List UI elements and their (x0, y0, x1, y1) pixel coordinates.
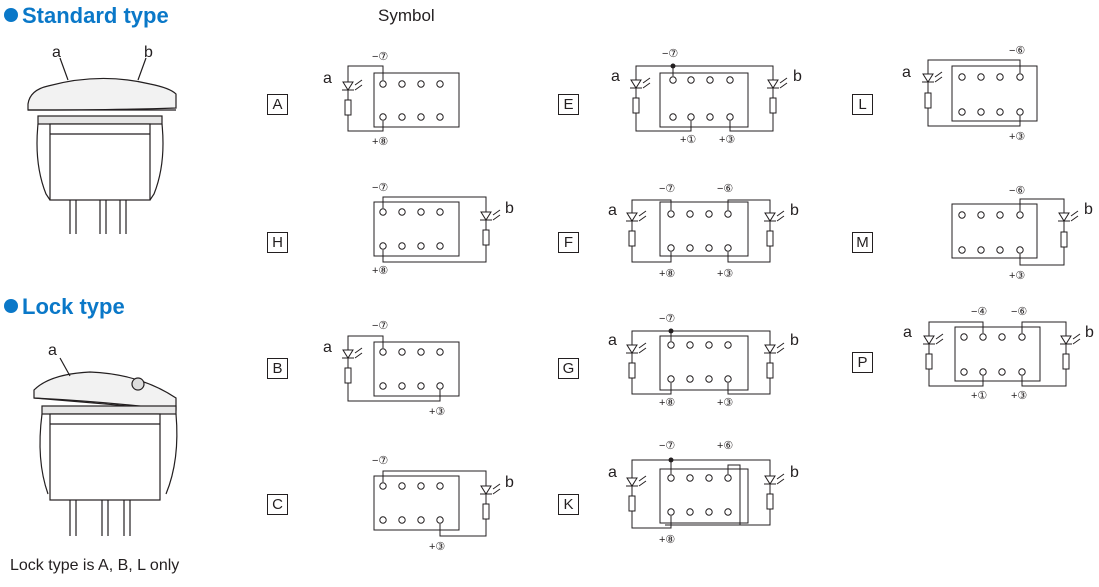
terminal-label: −④ (971, 306, 988, 318)
standard-switch-illustration: a b (20, 44, 190, 244)
terminal-label: +③ (717, 268, 734, 280)
led-label-b: b (505, 474, 514, 491)
terminal-label: +⑧ (372, 136, 389, 148)
symbol-title: Symbol (378, 6, 435, 25)
led-label-b: b (790, 464, 799, 481)
terminal-label: −⑦ (659, 440, 676, 452)
terminal-label: +① (971, 390, 988, 402)
diagram-label-e: E (558, 94, 579, 115)
diagram-label-c: C (267, 494, 288, 515)
led-label-b: b (790, 332, 799, 349)
terminal-label: −⑥ (1009, 45, 1026, 57)
wiring-b (342, 335, 460, 402)
terminal-label: +③ (719, 134, 736, 146)
wiring-g (626, 328, 785, 395)
terminal-label: +⑧ (659, 534, 676, 546)
standard-switch-drawing (27, 57, 177, 234)
wiring-l (922, 59, 1038, 127)
wiring-f (626, 199, 785, 263)
terminal-label: −⑦ (372, 51, 389, 63)
switch-label-a: a (48, 342, 57, 359)
wiring-h (373, 196, 501, 263)
led-label-b: b (793, 68, 802, 85)
lock-type-note: Lock type is A, B, L only (10, 557, 180, 574)
diagram-label-g: G (558, 358, 579, 379)
wiring-c (373, 470, 501, 537)
wiring-k (626, 457, 785, 529)
terminal-label: +③ (1009, 131, 1026, 143)
lock-type-heading: Lock type (4, 294, 125, 320)
terminal-label: −⑦ (662, 48, 679, 60)
terminal-label: +① (680, 134, 697, 146)
wiring-p (923, 321, 1081, 387)
terminal-label: −⑦ (372, 182, 389, 194)
led-label-b: b (1085, 324, 1094, 341)
terminal-label: −⑦ (659, 313, 676, 325)
switch-label-a: a (52, 44, 61, 61)
led-label-a: a (608, 464, 617, 481)
bullet-icon (4, 8, 18, 22)
led-label-a: a (611, 68, 620, 85)
terminal-label: +⑧ (372, 265, 389, 277)
terminal-label: −⑦ (372, 455, 389, 467)
standard-type-heading: Standard type (4, 3, 169, 29)
led-label-b: b (1084, 201, 1093, 218)
diagram-label-k: K (558, 494, 579, 515)
diagram-label-h: H (267, 232, 288, 253)
terminal-label: −⑥ (1011, 306, 1028, 318)
led-label-a: a (608, 202, 617, 219)
led-label-a: a (902, 64, 911, 81)
led-label-a: a (903, 324, 912, 341)
terminal-label: −⑦ (659, 183, 676, 195)
diagram-label-l: L (852, 94, 873, 115)
terminal-label: −⑥ (1009, 185, 1026, 197)
terminal-label: +⑧ (659, 268, 676, 280)
switch-label-b: b (144, 44, 153, 61)
terminal-label: +⑧ (659, 397, 676, 409)
wiring-m (951, 198, 1079, 266)
led-label-a: a (323, 339, 332, 356)
terminal-label: +③ (717, 397, 734, 409)
wiring-a (342, 65, 460, 132)
led-label-a: a (323, 70, 332, 87)
terminal-label: +③ (1009, 270, 1026, 282)
terminal-label: +③ (429, 406, 446, 418)
wiring-e (630, 63, 788, 132)
diagram-label-p: P (852, 352, 873, 373)
terminal-label: +③ (1011, 390, 1028, 402)
led-label-b: b (505, 200, 514, 217)
terminal-label: +③ (429, 541, 446, 553)
diagram-label-m: M (852, 232, 873, 253)
bullet-icon (4, 299, 18, 313)
lock-switch-drawing (33, 357, 178, 536)
led-label-b: b (790, 202, 799, 219)
diagram-label-a: A (267, 94, 288, 115)
terminal-label: −⑦ (372, 320, 389, 332)
terminal-label: +⑥ (717, 440, 734, 452)
terminal-label: −⑥ (717, 183, 734, 195)
diagram-label-b: B (267, 358, 288, 379)
diagram-label-f: F (558, 232, 579, 253)
lock-switch-illustration: a (20, 340, 190, 540)
led-label-a: a (608, 332, 617, 349)
